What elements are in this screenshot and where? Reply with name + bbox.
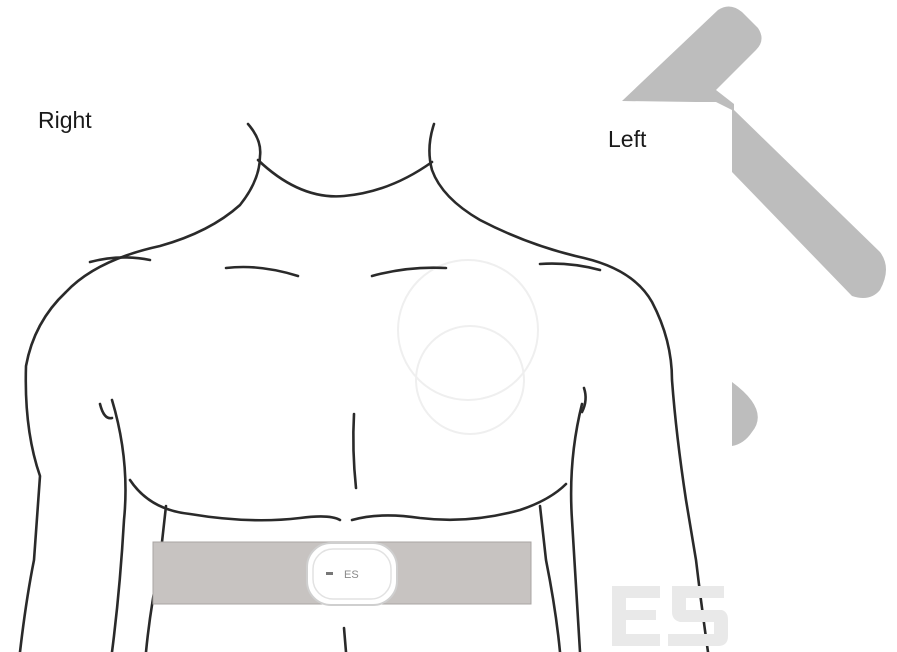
es-logo-watermark-icon bbox=[612, 586, 728, 646]
right-side-label: Right bbox=[38, 109, 92, 132]
left-side-label: Left bbox=[608, 128, 646, 151]
device-logo-text: ES bbox=[344, 569, 359, 581]
electrode-lead-icon bbox=[622, 6, 886, 446]
chest-electrode-outline bbox=[398, 260, 538, 434]
heart-monitor-device-icon: ES bbox=[304, 540, 400, 608]
